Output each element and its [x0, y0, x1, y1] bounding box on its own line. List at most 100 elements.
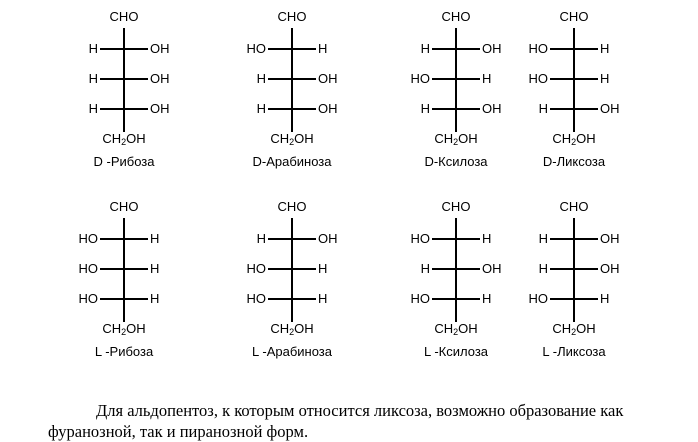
carbon-chain-line: [123, 218, 125, 322]
substituent-bond-line: [432, 298, 480, 300]
substituent-bond-line: [550, 78, 598, 80]
sugar-name-label: D-Ксилоза: [424, 154, 488, 169]
substituent-bond-line: [432, 108, 480, 110]
left-substituent-label: HO: [246, 261, 267, 276]
right-substituent-label: H: [318, 261, 328, 276]
right-substituent-label: H: [150, 291, 160, 306]
substituent-bond-line: [100, 108, 148, 110]
right-substituent-label: OH: [150, 41, 170, 56]
left-substituent-label: HO: [78, 231, 99, 246]
substituent-bond-line: [268, 48, 316, 50]
right-substituent-label: OH: [150, 71, 170, 86]
right-substituent-label: H: [482, 291, 492, 306]
right-substituent-label: H: [482, 71, 492, 86]
right-substituent-label: H: [150, 231, 160, 246]
substituent-bond-line: [100, 48, 148, 50]
right-substituent-label: OH: [318, 71, 338, 86]
body-paragraph: Для альдопентоз, к которым относится лик…: [48, 400, 624, 441]
left-substituent-label: H: [538, 101, 548, 116]
hydroxymethyl-group-label: CH2OH: [434, 321, 478, 337]
sugar-name-label: D-Арабиноза: [252, 154, 332, 169]
aldehyde-group-label: CHO: [109, 9, 139, 24]
left-substituent-label: H: [420, 101, 430, 116]
carbon-chain-line: [291, 218, 293, 322]
substituent-bond-line: [100, 78, 148, 80]
right-substituent-label: H: [318, 41, 328, 56]
substituent-bond-line: [268, 78, 316, 80]
aldehyde-group-label: CHO: [559, 199, 589, 214]
sugar-name-label: L -Ксилоза: [423, 344, 489, 359]
left-substituent-label: HO: [410, 231, 431, 246]
carbon-chain-line: [455, 218, 457, 322]
left-substituent-label: HO: [410, 291, 431, 306]
substituent-bond-line: [550, 238, 598, 240]
left-substituent-label: HO: [528, 71, 549, 86]
right-substituent-label: OH: [600, 261, 620, 276]
hydroxymethyl-group-label: CH2OH: [552, 321, 596, 337]
right-substituent-label: OH: [482, 41, 502, 56]
substituent-bond-line: [550, 108, 598, 110]
right-substituent-label: OH: [318, 101, 338, 116]
aldehyde-group-label: CHO: [441, 199, 471, 214]
substituent-bond-line: [432, 78, 480, 80]
aldehyde-group-label: CHO: [277, 199, 307, 214]
right-substituent-label: OH: [600, 231, 620, 246]
right-substituent-label: H: [600, 41, 610, 56]
aldehyde-group-label: CHO: [109, 199, 139, 214]
right-substituent-label: H: [150, 261, 160, 276]
right-substituent-label: OH: [482, 261, 502, 276]
aldehyde-group-label: CHO: [441, 9, 471, 24]
left-substituent-label: H: [88, 71, 98, 86]
hydroxymethyl-group-label: CH2OH: [434, 131, 478, 147]
left-substituent-label: H: [256, 71, 266, 86]
sugar-name-label: L -Рибоза: [94, 344, 154, 359]
substituent-bond-line: [432, 238, 480, 240]
substituent-bond-line: [100, 238, 148, 240]
left-substituent-label: HO: [528, 41, 549, 56]
sugar-name-label: L -Арабиноза: [252, 344, 332, 359]
aldehyde-group-label: CHO: [277, 9, 307, 24]
right-substituent-label: H: [482, 231, 492, 246]
left-substituent-label: HO: [246, 41, 267, 56]
substituent-bond-line: [550, 48, 598, 50]
left-substituent-label: HO: [78, 261, 99, 276]
carbon-chain-line: [291, 28, 293, 132]
left-substituent-label: H: [538, 261, 548, 276]
hydroxymethyl-group-label: CH2OH: [270, 131, 314, 147]
substituent-bond-line: [268, 298, 316, 300]
left-substituent-label: HO: [410, 71, 431, 86]
substituent-bond-line: [550, 268, 598, 270]
substituent-bond-line: [100, 268, 148, 270]
carbon-chain-line: [573, 28, 575, 132]
substituent-bond-line: [268, 108, 316, 110]
substituent-bond-line: [432, 268, 480, 270]
sugar-name-label: D-Ликсоза: [542, 154, 606, 169]
substituent-bond-line: [268, 238, 316, 240]
sugar-name-label: L -Ликсоза: [542, 344, 606, 359]
carbon-chain-line: [123, 28, 125, 132]
aldehyde-group-label: CHO: [559, 9, 589, 24]
left-substituent-label: H: [256, 231, 266, 246]
carbon-chain-line: [455, 28, 457, 132]
left-substituent-label: H: [420, 261, 430, 276]
substituent-bond-line: [550, 298, 598, 300]
right-substituent-label: OH: [600, 101, 620, 116]
substituent-bond-line: [100, 298, 148, 300]
right-substituent-label: H: [318, 291, 328, 306]
left-substituent-label: H: [420, 41, 430, 56]
hydroxymethyl-group-label: CH2OH: [552, 131, 596, 147]
right-substituent-label: OH: [482, 101, 502, 116]
left-substituent-label: HO: [528, 291, 549, 306]
right-substituent-label: OH: [318, 231, 338, 246]
left-substituent-label: H: [88, 41, 98, 56]
hydroxymethyl-group-label: CH2OH: [270, 321, 314, 337]
right-substituent-label: H: [600, 71, 610, 86]
right-substituent-label: OH: [150, 101, 170, 116]
